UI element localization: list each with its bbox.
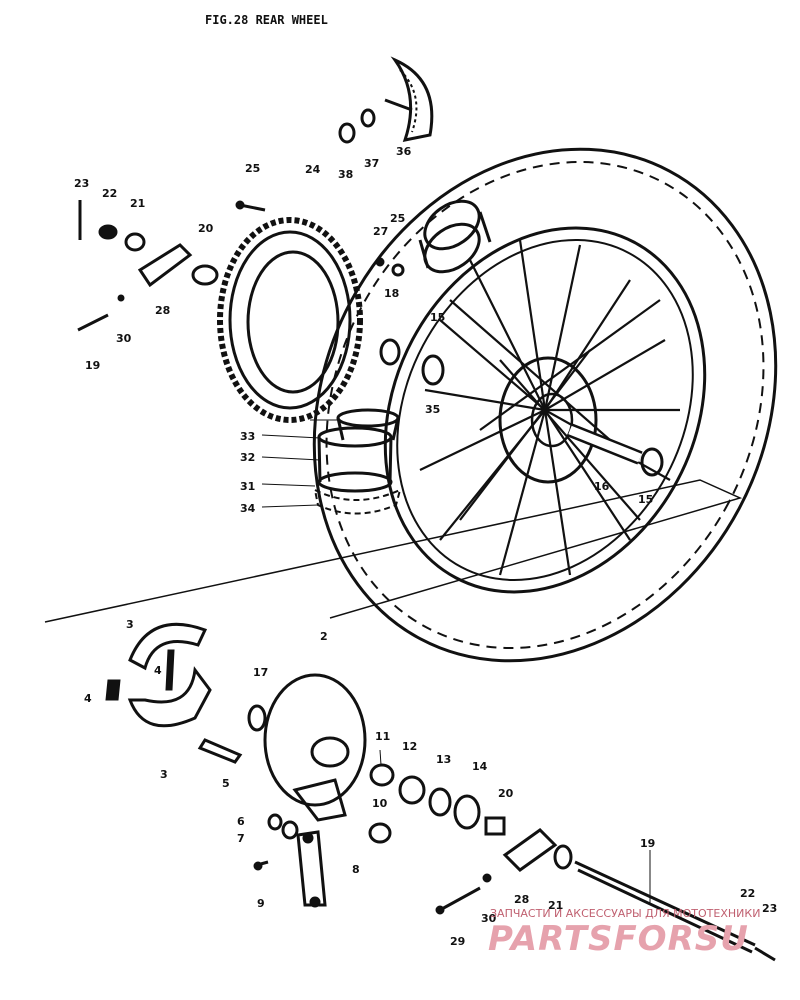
part-label: 21 xyxy=(130,197,145,210)
part-label: 20 xyxy=(198,222,214,235)
rear-sprocket xyxy=(217,217,363,423)
part-label: 19 xyxy=(85,359,100,372)
part-label: 2 xyxy=(320,630,328,643)
part-label: 16 xyxy=(594,480,610,493)
part-label: 24 xyxy=(305,163,321,176)
leader-lines xyxy=(261,419,651,905)
part-label: 28 xyxy=(155,304,170,317)
part-label: 34 xyxy=(240,502,256,515)
part-label: 33 xyxy=(240,430,255,443)
part-label: 8 xyxy=(352,863,360,876)
brake-assembly xyxy=(105,622,776,962)
part-labels: 2 3 3 4 4 5 6 7 8 9 10 11 12 13 14 15 15… xyxy=(74,145,777,948)
part-label: 37 xyxy=(364,157,379,170)
part-label: 23 xyxy=(74,177,89,190)
part-label: 30 xyxy=(116,332,132,345)
watermark-brand: PARTSFORSU xyxy=(488,919,749,959)
part-label: 25 xyxy=(245,162,260,175)
part-label: 12 xyxy=(402,740,417,753)
part-label: 31 xyxy=(240,480,255,493)
part-label: 3 xyxy=(160,768,168,781)
part-label: 18 xyxy=(384,287,399,300)
part-label: 23 xyxy=(762,902,777,915)
part-label: 3 xyxy=(126,618,134,631)
part-label: 38 xyxy=(338,168,353,181)
part-label: 15 xyxy=(430,311,445,324)
tube-and-flap xyxy=(313,408,402,515)
part-label: 21 xyxy=(548,899,563,912)
sprocket-drum xyxy=(384,56,434,142)
rear-wheel xyxy=(312,147,778,663)
part-label: 14 xyxy=(472,760,488,773)
part-label: 35 xyxy=(425,403,440,416)
part-label: 27 xyxy=(373,225,388,238)
brake-shoe-upper xyxy=(128,622,208,671)
brake-shoe-lower xyxy=(127,666,212,728)
part-label: 19 xyxy=(640,837,655,850)
rim-outer xyxy=(383,226,707,594)
part-label-hidden: 29 xyxy=(455,935,470,948)
part-label: 9 xyxy=(257,897,265,910)
watermark-caption: ЗАПЧАСТИ И АКСЕССУАРЫ ДЛЯ МОТОТЕХНИКИ xyxy=(490,907,760,920)
part-label: 30 xyxy=(481,912,497,925)
watermark: ЗАПЧАСТИ И АКСЕССУАРЫ ДЛЯ МОТОТЕХНИКИ PA… xyxy=(488,907,760,959)
part-label: 29 xyxy=(450,935,465,948)
part-label: 10 xyxy=(372,797,388,810)
part-label: 4 xyxy=(154,664,162,677)
section-plane xyxy=(44,479,743,623)
part-label: 25 xyxy=(390,212,405,225)
brake-backing-plate xyxy=(263,673,367,807)
part-label: 6 xyxy=(237,815,245,828)
part-label: 11 xyxy=(375,730,390,743)
part-label: 36 xyxy=(396,145,412,158)
part-label: 20 xyxy=(498,787,514,800)
part-label: 15 xyxy=(638,493,653,506)
part-label: 22 xyxy=(740,887,755,900)
part-label: 22 xyxy=(102,187,117,200)
part-label: 7 xyxy=(237,832,245,845)
part-label: 5 xyxy=(222,777,230,790)
hub-hardware xyxy=(77,108,664,477)
part-label: 17 xyxy=(253,666,268,679)
spokes xyxy=(419,239,680,576)
tire-outer xyxy=(312,147,778,663)
hub-flange xyxy=(498,356,598,484)
part-label: 13 xyxy=(436,753,451,766)
figure-title: FIG.28 REAR WHEEL xyxy=(205,13,328,27)
part-label: 28 xyxy=(514,893,529,906)
part-label: 32 xyxy=(240,451,255,464)
hub-center xyxy=(530,392,574,448)
rim-inner xyxy=(396,239,694,581)
tire-section xyxy=(418,199,492,274)
part-label: 4 xyxy=(84,692,92,705)
